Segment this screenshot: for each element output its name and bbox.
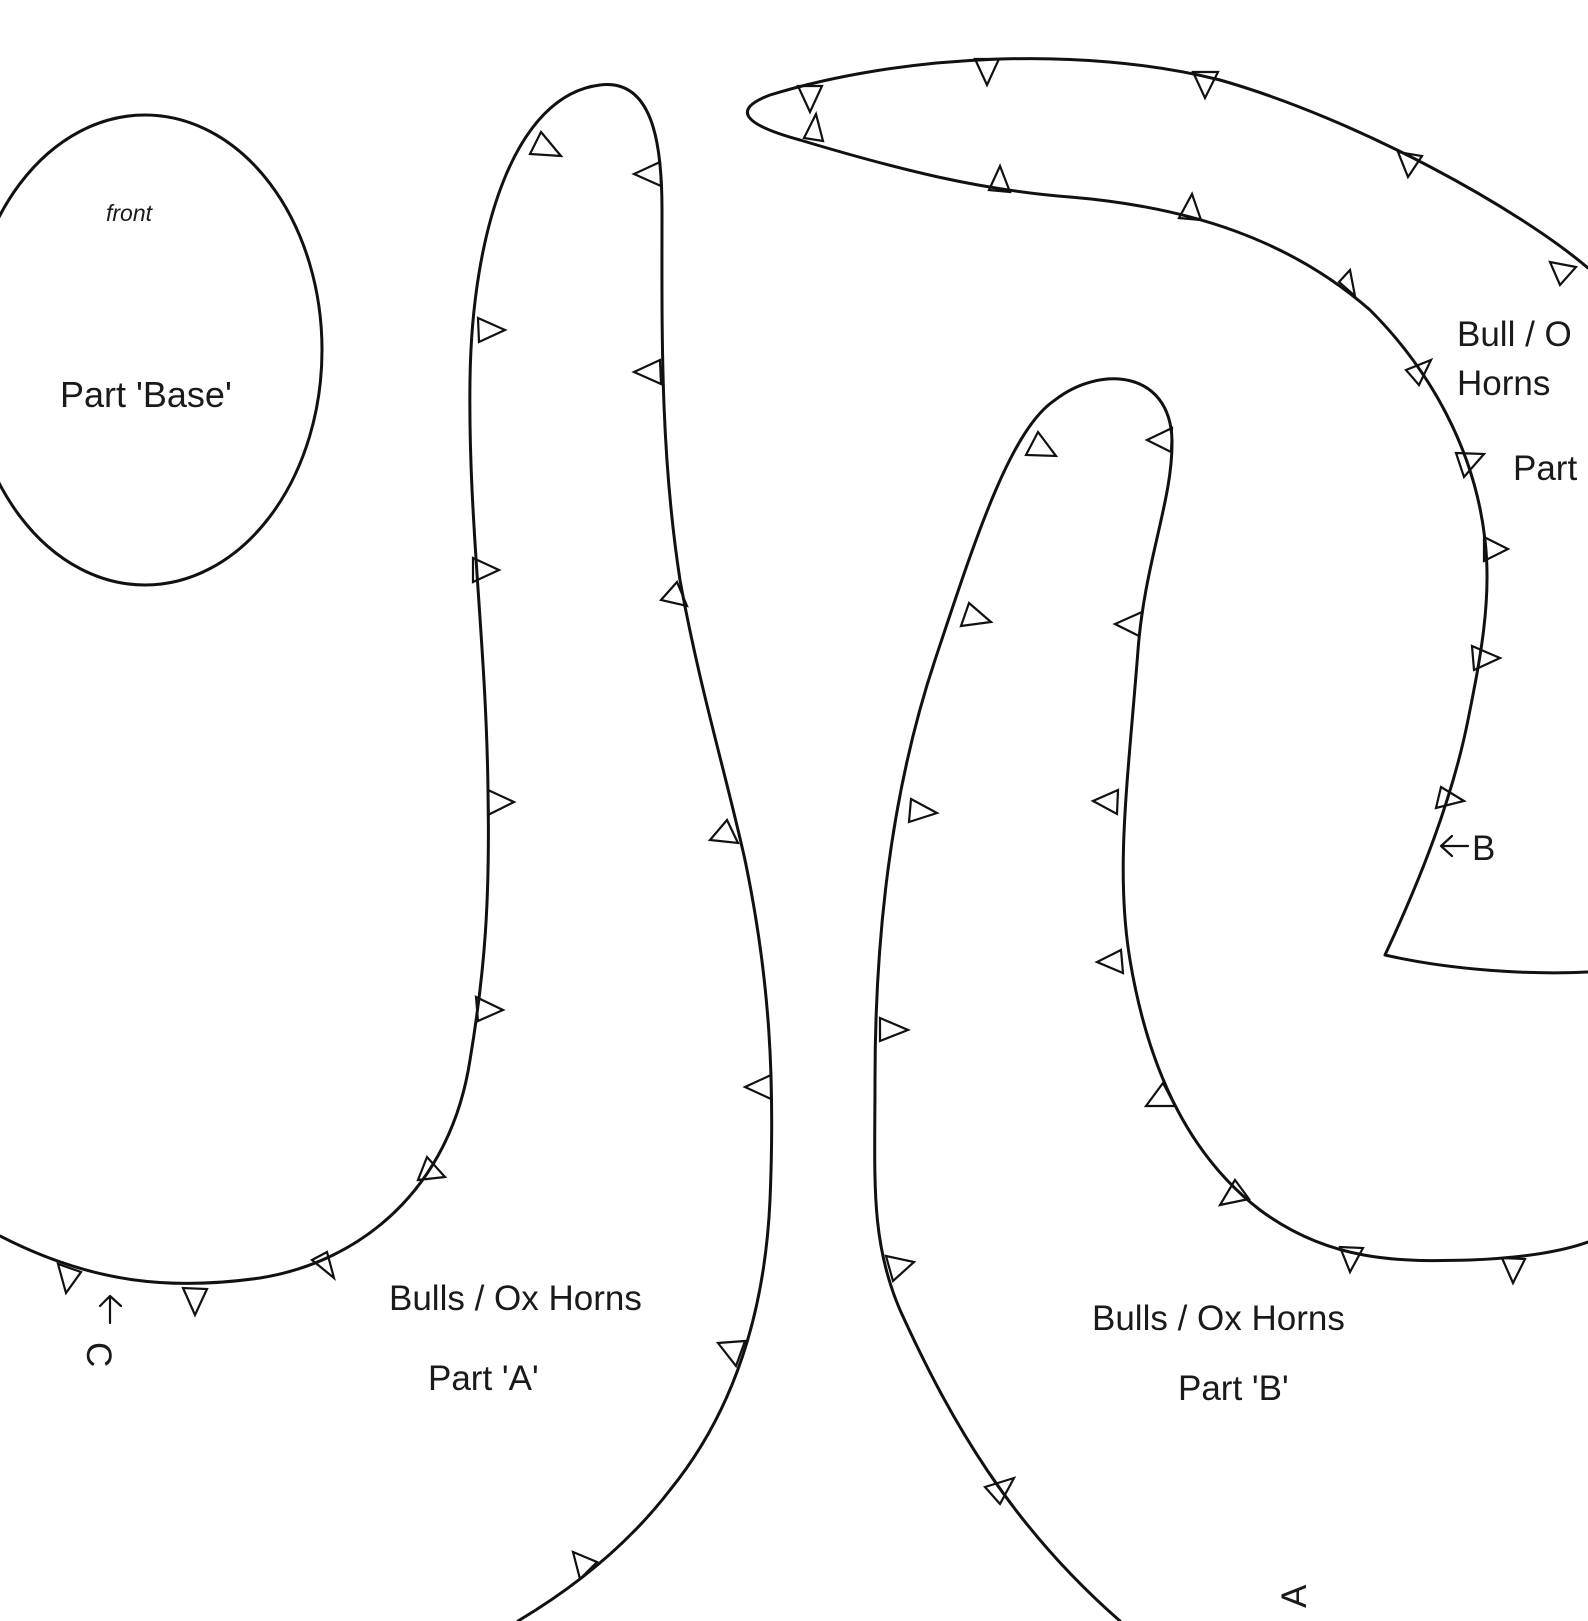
notch-mark [983, 1476, 1017, 1506]
notch-mark [973, 57, 1001, 88]
notch-mark [658, 579, 689, 608]
base-part-outline [0, 113, 324, 587]
notch-mark [796, 84, 824, 115]
notch-mark [707, 817, 740, 845]
part-c-name: Part [1513, 449, 1577, 488]
marker-c-label: C [79, 1342, 118, 1367]
notch-mark [476, 316, 508, 344]
marker-a-label: A [1275, 1584, 1314, 1608]
notch-mark [181, 1286, 209, 1318]
notch-mark [571, 1550, 599, 1582]
notch-mark [1191, 70, 1220, 101]
front-label: front [106, 200, 154, 226]
part-a-outline [0, 83, 774, 1621]
notch-mark [1177, 191, 1203, 222]
notch-mark [1482, 535, 1511, 563]
notch-mark [1338, 1245, 1365, 1275]
notch-mark [631, 160, 663, 188]
notch-mark [1396, 150, 1424, 180]
notch-mark [1024, 429, 1059, 458]
notch-mark [1337, 267, 1357, 299]
part-a-notches [56, 130, 564, 1318]
part-b-title: Bulls / Ox Horns [1092, 1299, 1345, 1338]
notch-mark [1548, 260, 1579, 288]
notch-mark [471, 556, 502, 584]
marker-b-label: B [1472, 829, 1495, 868]
notch-mark [310, 1250, 336, 1282]
notch-mark [884, 1254, 917, 1284]
notch-mark [1500, 1256, 1527, 1286]
part-c-title-line2: Horns [1457, 364, 1550, 403]
notch-mark [987, 163, 1012, 194]
marker-c-arrow [98, 1294, 123, 1325]
marker-b-arrow [1439, 834, 1470, 858]
notch-mark [1144, 426, 1174, 454]
notch-mark [631, 358, 663, 386]
notch-mark [959, 601, 994, 628]
notch-mark [1454, 451, 1487, 480]
notch-mark [1112, 610, 1144, 638]
notch-mark [486, 788, 517, 817]
part-b-name: Part 'B' [1178, 1369, 1289, 1408]
notch-mark [1090, 788, 1120, 816]
notch-mark [1434, 785, 1467, 810]
part-c-title-line1: Bull / O [1457, 315, 1572, 354]
notch-mark [1094, 948, 1125, 975]
notch-mark [715, 1339, 747, 1369]
notch-mark [1470, 644, 1503, 672]
part-a-right-notches [571, 160, 773, 1582]
part-c-notches [796, 57, 1579, 810]
part-c-outline [745, 57, 1588, 975]
notch-mark [878, 1016, 911, 1043]
part-a-name: Part 'A' [428, 1359, 539, 1398]
notch-mark [528, 130, 564, 158]
notch-mark [56, 1262, 83, 1296]
notch-mark [1217, 1178, 1251, 1207]
part-a-title: Bulls / Ox Horns [389, 1279, 642, 1318]
notch-mark [802, 110, 825, 143]
notch-mark [474, 995, 506, 1023]
notch-mark [416, 1154, 448, 1182]
notch-mark [1404, 357, 1434, 387]
notch-mark [742, 1073, 773, 1101]
notch-mark [1143, 1080, 1177, 1108]
base-part-label: Part 'Base' [60, 374, 232, 415]
part-b-notches [878, 426, 1527, 1506]
part-b-outline [873, 377, 1588, 1621]
notch-mark [907, 797, 940, 824]
